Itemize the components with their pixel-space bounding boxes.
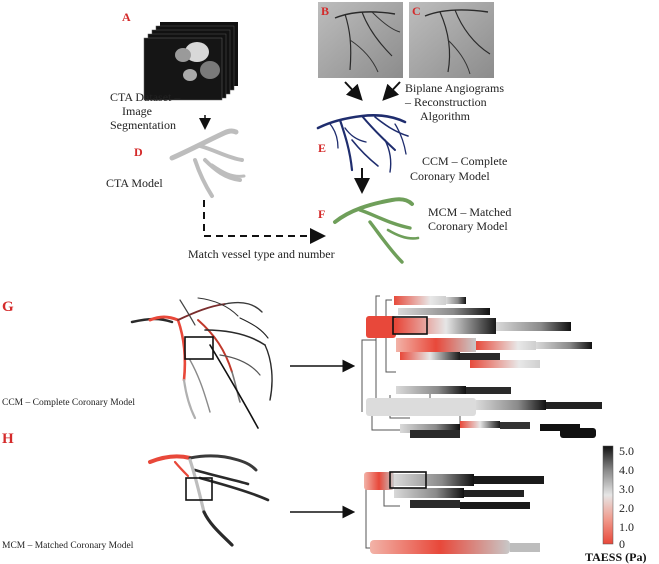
panel-c-angiogram [409, 2, 494, 78]
arrow-b-to-e [344, 81, 363, 101]
panel-h-mcm-tree [148, 454, 270, 547]
caption-mcm: MCM – Matched Coronary Model [428, 205, 514, 233]
panel-g-straightened-vessels [361, 295, 602, 438]
caption-cta-model: CTA Model [106, 176, 163, 190]
caption-mcm-h: MCM – Matched Coronary Model [2, 541, 134, 551]
panel-label-h: H [2, 431, 14, 447]
panel-label-e: E [318, 141, 326, 155]
panel-d-cta-model [169, 128, 246, 198]
colorbar-tick: 0 [619, 537, 625, 551]
h-tree-highlight-box [185, 477, 213, 501]
dashed-match-arrow [203, 200, 326, 244]
caption-ccm-g: CCM – Complete Coronary Model [2, 398, 135, 408]
g-straightened-highlight-box [392, 316, 428, 335]
colorbar-tick: 4.0 [619, 463, 634, 477]
taess-colorbar [602, 445, 614, 545]
panel-g-ccm-tree [130, 297, 273, 429]
caption-biplane: Biplane Angiograms – Reconstruction Algo… [404, 81, 507, 123]
caption-match: Match vessel type and number [188, 247, 335, 261]
colorbar-tick: 2.0 [619, 501, 634, 515]
colorbar-title: TAESS (Pa) [585, 550, 646, 564]
panel-e-ccm-model [316, 113, 409, 173]
panel-f-mcm-model [333, 197, 420, 264]
caption-ccm: CCM – Complete Coronary Model [410, 154, 510, 183]
panel-label-d: D [134, 145, 143, 159]
caption-cta-dataset: CTA Dataset – Image Segmentation [110, 90, 183, 132]
colorbar-tick: 5.0 [619, 444, 634, 458]
colorbar-tick: 1.0 [619, 520, 634, 534]
panel-label-b: B [321, 4, 329, 18]
arrow-c-to-e [382, 81, 401, 101]
panel-b-angiogram [318, 2, 403, 78]
panel-label-a: A [122, 10, 131, 24]
panel-h-straightened-vessels [364, 472, 544, 554]
colorbar-tick: 3.0 [619, 482, 634, 496]
panel-label-g: G [2, 299, 14, 315]
panel-a-cta-stack [143, 22, 238, 101]
g-tree-highlight-box [184, 336, 214, 360]
h-straightened-highlight-box [389, 471, 427, 489]
panel-label-f: F [318, 207, 325, 221]
colorbar-ticks: 5.0 4.0 3.0 2.0 1.0 0 [619, 444, 634, 551]
panel-label-c: C [412, 4, 421, 18]
